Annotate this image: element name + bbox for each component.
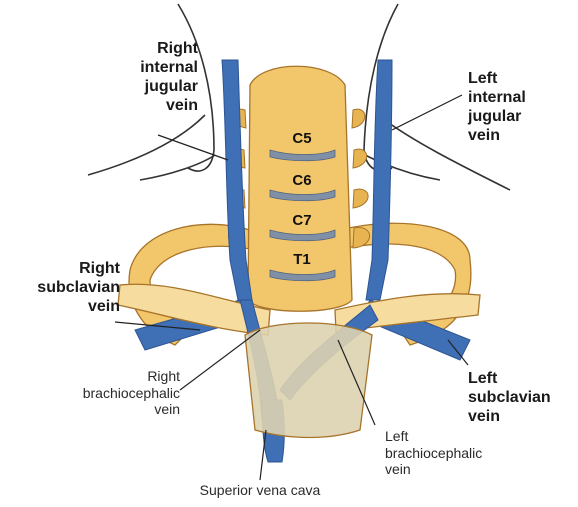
- label-line: brachiocephalic: [385, 445, 515, 462]
- label-line: vein: [468, 408, 568, 427]
- label-line: Right: [10, 260, 120, 279]
- label-line: jugular: [88, 78, 198, 97]
- label-line: Left: [468, 70, 568, 89]
- label-right-internal-jugular-vein: Right internal jugular vein: [88, 40, 198, 116]
- vertebra-label-c6: C6: [292, 172, 311, 189]
- vertebra-label-c7: C7: [292, 212, 311, 229]
- label-line: vein: [468, 127, 568, 146]
- label-line: Superior vena cava: [160, 482, 360, 499]
- label-line: vein: [40, 401, 180, 418]
- label-superior-vena-cava: Superior vena cava: [160, 482, 360, 499]
- label-line: Right: [40, 368, 180, 385]
- label-line: vein: [385, 461, 515, 478]
- label-line: subclavian: [468, 389, 568, 408]
- label-right-subclavian-vein: Right subclavian vein: [10, 260, 120, 317]
- label-line: Left: [468, 370, 568, 389]
- label-line: vein: [10, 298, 120, 317]
- vertebral-column: C5 C6 C7 T1: [228, 66, 369, 311]
- label-line: vein: [88, 97, 198, 116]
- label-left-internal-jugular-vein: Left internal jugular vein: [468, 70, 568, 146]
- label-line: brachiocephalic: [40, 385, 180, 402]
- label-left-subclavian-vein: Left subclavian vein: [468, 370, 568, 427]
- label-left-brachiocephalic-vein: Left brachiocephalic vein: [385, 428, 515, 478]
- vertebra-label-t1: T1: [293, 251, 311, 268]
- sternum: [245, 323, 372, 438]
- vertebra-label-c5: C5: [292, 130, 311, 147]
- label-right-brachiocephalic-vein: Right brachiocephalic vein: [40, 368, 180, 418]
- label-line: Right: [88, 40, 198, 59]
- label-line: subclavian: [10, 279, 120, 298]
- label-line: Left: [385, 428, 515, 445]
- label-line: internal: [88, 59, 198, 78]
- label-line: jugular: [468, 108, 568, 127]
- label-line: internal: [468, 89, 568, 108]
